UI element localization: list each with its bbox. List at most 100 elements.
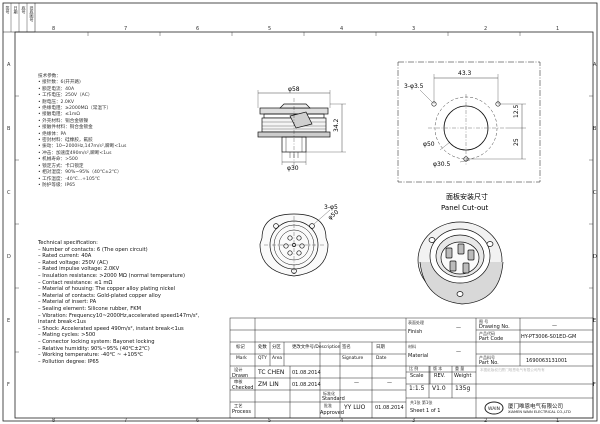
title-block-grid <box>229 317 594 419</box>
spec-cn-item: • 外壳材料：铜合金镀镍 <box>38 118 89 124</box>
corner-stamp-label: 签号 <box>6 5 11 15</box>
panel-caption-en: Panel Cut-out <box>441 204 489 212</box>
spec-en-item: – Number of contacts: 6 (The open circui… <box>38 246 148 253</box>
dim-cutout-v2: 25 <box>513 138 520 146</box>
grid-letter-left: A <box>7 62 11 68</box>
dim-cutout-v1: 12.5 <box>513 104 520 118</box>
spec-en-item: – Rated current: 40A <box>38 253 92 260</box>
spec-en-item: – Material of housing: The copper alloy … <box>38 286 175 293</box>
spec-cn-item: • 额定电流：40A <box>38 86 75 92</box>
grid-number-bottom: 6 <box>196 418 199 424</box>
rev-cn: 版 本 <box>433 366 443 371</box>
spec-cn-item: • 绝缘体：PA <box>38 131 67 137</box>
spec-en-item: instant break<1us <box>38 319 86 326</box>
grid-number-top: 1 <box>556 26 559 32</box>
grid-letter-left: D <box>7 254 11 260</box>
side-view <box>257 90 346 168</box>
grid-number-top: 5 <box>268 26 271 32</box>
weight-value: 135g <box>455 385 471 392</box>
sig-role-en: Drawn <box>232 373 249 379</box>
spec-en-item: – Insulation resistance: >2000 MΩ (norma… <box>38 272 186 279</box>
grid-number-bottom: 1 <box>556 418 559 424</box>
spec-en-item: – Sealing element: Silicone rubber, FKM <box>38 305 142 312</box>
sig-name: ZM LIN <box>258 381 279 388</box>
spec-cn-item: • 锁定方式：卡口锁定 <box>38 163 84 169</box>
change-header-en: Area <box>272 356 283 361</box>
part-code-cn: 产品代码 <box>479 331 495 336</box>
spec-en-item: – Material of insert: PA <box>38 299 97 306</box>
change-header-en: Mark <box>236 356 247 361</box>
drawing-no-en: Drawing No. <box>479 324 510 330</box>
approved-name: YY LUO <box>344 404 366 411</box>
part-no-en: Part No. <box>479 360 499 366</box>
sig-name: TC CHEN <box>258 369 285 376</box>
sig-date: 01.08.2014 <box>292 382 321 388</box>
part-code-value: HY-PT3006-S01ED-GM <box>521 334 577 340</box>
finish-en: Finish <box>408 329 423 335</box>
spec-cn-item: • 接针数：6(开开路) <box>38 80 81 86</box>
grid-number-bottom: 8 <box>52 418 55 424</box>
dim-cutout-width: 43.3 <box>458 70 472 77</box>
spec-cn-item: • 绝缘电阻：≥2000MΩ（常温下） <box>38 106 112 112</box>
spec-cn-item: • 工作电压：250V（AC） <box>38 93 93 99</box>
weight-en: Weight <box>454 373 472 379</box>
sig-role-cn: 审核 <box>234 379 243 384</box>
dim-flange-holes: 3-φ5 <box>324 204 338 211</box>
grid-letter-left: F <box>7 382 10 388</box>
grid-number-top: 4 <box>340 26 343 32</box>
spec-en-item: – Rated impulse voltage: 2.0KV <box>38 266 120 273</box>
spec-cn-item: • 接触件材料：铜合金镀金 <box>38 125 93 131</box>
grid-letter-right: F <box>593 382 596 388</box>
rev-value: V1.0 <box>432 385 446 392</box>
grid-letter-left: E <box>7 318 10 324</box>
sheet-en: Sheet 1 of 1 <box>410 408 441 414</box>
sig-role-cn: 设计 <box>234 367 243 372</box>
spec-en-item: – Relative humidity: 90%~95% (40℃±2℃) <box>38 345 150 352</box>
grid-ticks <box>15 32 593 353</box>
dim-top-width: φ58 <box>288 86 300 93</box>
scale-en: Scale <box>410 373 424 379</box>
grid-letter-right: C <box>593 190 597 196</box>
corner-stamp-label: 日期 <box>14 6 19 15</box>
approved-date: 01.08.2014 <box>375 405 404 411</box>
spec-cn-item: • 接触电阻：≤1mΩ <box>38 112 80 118</box>
grid-letter-right: E <box>593 318 596 324</box>
approved-en: Approved <box>320 410 344 416</box>
specs-en-title: Technical specification: <box>38 240 98 246</box>
dim-cutout-circle: φ50 <box>423 141 435 148</box>
panel-caption-cn: 面板安装尺寸 <box>446 192 488 201</box>
spec-cn-item: • 振动：10~2000Hz,147m/s²,瞬断<1us <box>38 144 127 150</box>
panel-cutout <box>397 61 541 183</box>
spec-en-item: – Shock: Accelerated speed 490m/s², inst… <box>38 325 184 332</box>
change-header-cn: 日期 <box>376 345 385 350</box>
scale-cn: 比 例 <box>409 366 419 371</box>
grid-letter-left: B <box>7 126 11 132</box>
specs-cn-title: 技术参数： <box>38 74 61 79</box>
change-header-cn: 标记 <box>236 345 245 350</box>
faint-note: 本图纸版权归厦门唯恩电气有限公司所有 <box>480 368 545 372</box>
spec-en-item: – Working temperature: -40℃ ~ +105℃ <box>38 352 144 359</box>
approved-cn: 批准 <box>324 403 332 408</box>
part-code-en: Part Code <box>479 336 504 342</box>
sheet-cn: 共1张 第1张 <box>410 400 433 405</box>
spec-en-item: – Connector locking system: Bayonet lock… <box>38 338 155 345</box>
change-header-en: Date <box>376 356 387 361</box>
grid-letter-left: C <box>7 190 11 196</box>
grid-number-bottom: 2 <box>484 418 487 424</box>
material-cn: 材料 <box>408 344 416 349</box>
spec-en-item: – Contact resistance: ≤1 mΩ <box>38 279 113 286</box>
spec-cn-item: • 耐电压：2.0KV <box>38 99 75 105</box>
spec-cn-item: • 冲击：加速度490m/s²,瞬断<1us <box>38 150 112 156</box>
grid-number-top: 3 <box>412 26 415 32</box>
finish-value: — <box>456 325 461 331</box>
spec-cn-item: • 防护等级：IP65 <box>38 182 76 188</box>
standard-en: Standard <box>322 396 345 402</box>
spec-en-item: – Pollution degree: IP65 <box>38 358 99 365</box>
approval-dash-2: — <box>387 380 392 386</box>
sig-role-cn: 工艺 <box>234 403 243 408</box>
corner-stamp-label: 底号 <box>22 5 27 15</box>
grid-number-top: 7 <box>124 26 127 32</box>
grid-number-bottom: 4 <box>340 418 343 424</box>
